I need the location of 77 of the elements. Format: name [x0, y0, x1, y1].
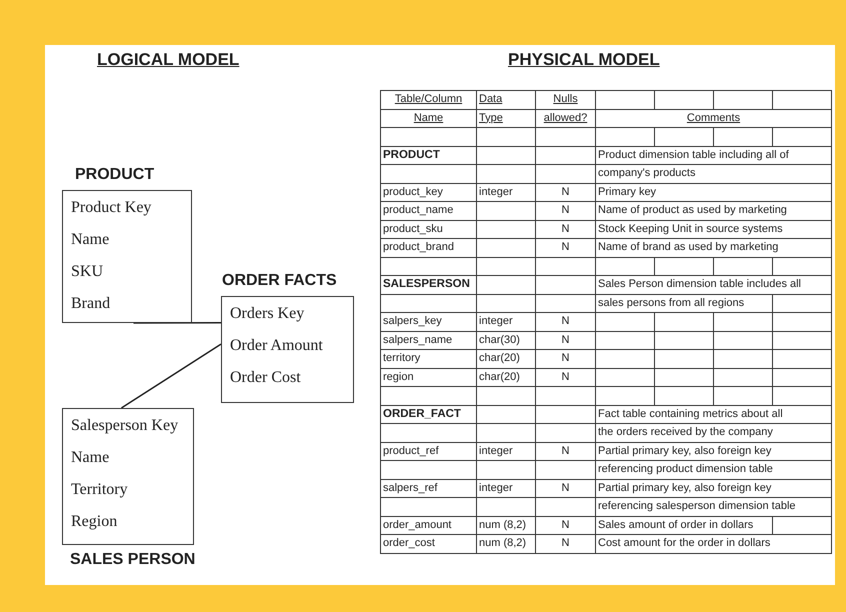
comment-text: referencing product dimension table [596, 460, 832, 479]
column-name: salpers_name [380, 331, 476, 350]
nulls-flag: N [536, 442, 596, 460]
data-type: integer [476, 479, 536, 498]
column-name: product_ref [380, 442, 476, 460]
header-label: allowed? [536, 109, 596, 128]
attribute-text: Territory [71, 481, 128, 499]
column-name: salpers_key [380, 312, 476, 331]
attribute-text: SKU [71, 263, 104, 281]
comment-text: the orders received by the company [596, 424, 832, 442]
nulls-flag: N [536, 534, 596, 553]
header-label: Comments [596, 109, 832, 128]
nulls-flag: N [536, 479, 596, 498]
data-type: char(30) [476, 331, 536, 350]
comment-text: Product dimension table including all of [596, 146, 832, 164]
data-type: integer [476, 312, 536, 331]
table-name: ORDER_FACT [380, 405, 476, 424]
data-type: integer [476, 442, 536, 460]
attribute-text: Brand [71, 295, 110, 313]
comment-text: Fact table containing metrics about all [596, 405, 832, 424]
attribute-text: Orders Key [230, 305, 304, 323]
column-name: salpers_ref [380, 479, 476, 498]
nulls-flag: N [536, 331, 596, 350]
attribute-text: Order Amount [230, 337, 323, 355]
connector-line [121, 344, 222, 409]
nulls-flag: N [536, 312, 596, 331]
section-title: PHYSICAL MODEL [508, 50, 660, 70]
column-name: product_name [380, 202, 476, 220]
table-name: SALESPERSON [380, 276, 476, 294]
comment-text: referencing salesperson dimension table [596, 498, 832, 516]
data-type: num (8,2) [476, 516, 536, 534]
column-name: territory [380, 350, 476, 368]
attribute-text: Order Cost [230, 369, 301, 387]
header-label: Type [476, 109, 536, 128]
column-name: product_key [380, 183, 476, 202]
comment-text: Name of brand as used by marketing [596, 238, 832, 257]
nulls-flag: N [536, 202, 596, 220]
comment-text: company's products [596, 164, 832, 183]
entity-title: SALES PERSON [70, 551, 196, 569]
comment-text: Partial primary key, also foreign key [596, 442, 832, 460]
nulls-flag: N [536, 368, 596, 386]
column-name: order_amount [380, 516, 476, 534]
header-label: Table/Column [380, 90, 476, 109]
comment-text: Primary key [596, 183, 832, 202]
comment-text: Cost amount for the order in dollars [596, 534, 832, 553]
comment-text: Partial primary key, also foreign key [596, 479, 832, 498]
section-title: LOGICAL MODEL [97, 50, 240, 70]
column-name: product_sku [380, 220, 476, 238]
nulls-flag: N [536, 238, 596, 257]
comment-text: sales persons from all regions [596, 294, 772, 312]
header-label: Data [476, 90, 536, 109]
comment-text: Name of product as used by marketing [596, 202, 832, 220]
attribute-text: Region [71, 513, 118, 531]
attribute-text: Name [71, 231, 110, 249]
column-name: product_brand [380, 238, 476, 257]
nulls-flag: N [536, 183, 596, 202]
nulls-flag: N [536, 220, 596, 238]
column-name: region [380, 368, 476, 386]
data-type: char(20) [476, 350, 536, 368]
data-type: integer [476, 183, 536, 202]
comment-text: Sales Person dimension table includes all [596, 276, 832, 294]
connector-line [134, 322, 221, 324]
header-label: Nulls [536, 90, 596, 109]
comment-text: Sales amount of order in dollars [596, 516, 772, 534]
data-type: num (8,2) [476, 534, 536, 553]
data-type: char(20) [476, 368, 536, 386]
nulls-flag: N [536, 516, 596, 534]
comment-text: Stock Keeping Unit in source systems [596, 220, 832, 238]
entity-title: ORDER FACTS [222, 272, 337, 290]
header-label: Name [380, 109, 476, 128]
attribute-text: Product Key [71, 199, 152, 217]
attribute-text: Salesperson Key [71, 417, 178, 435]
attribute-text: Name [71, 449, 110, 467]
table-name: PRODUCT [380, 146, 476, 164]
nulls-flag: N [536, 350, 596, 368]
entity-title: PRODUCT [75, 166, 154, 184]
column-name: order_cost [380, 534, 476, 553]
